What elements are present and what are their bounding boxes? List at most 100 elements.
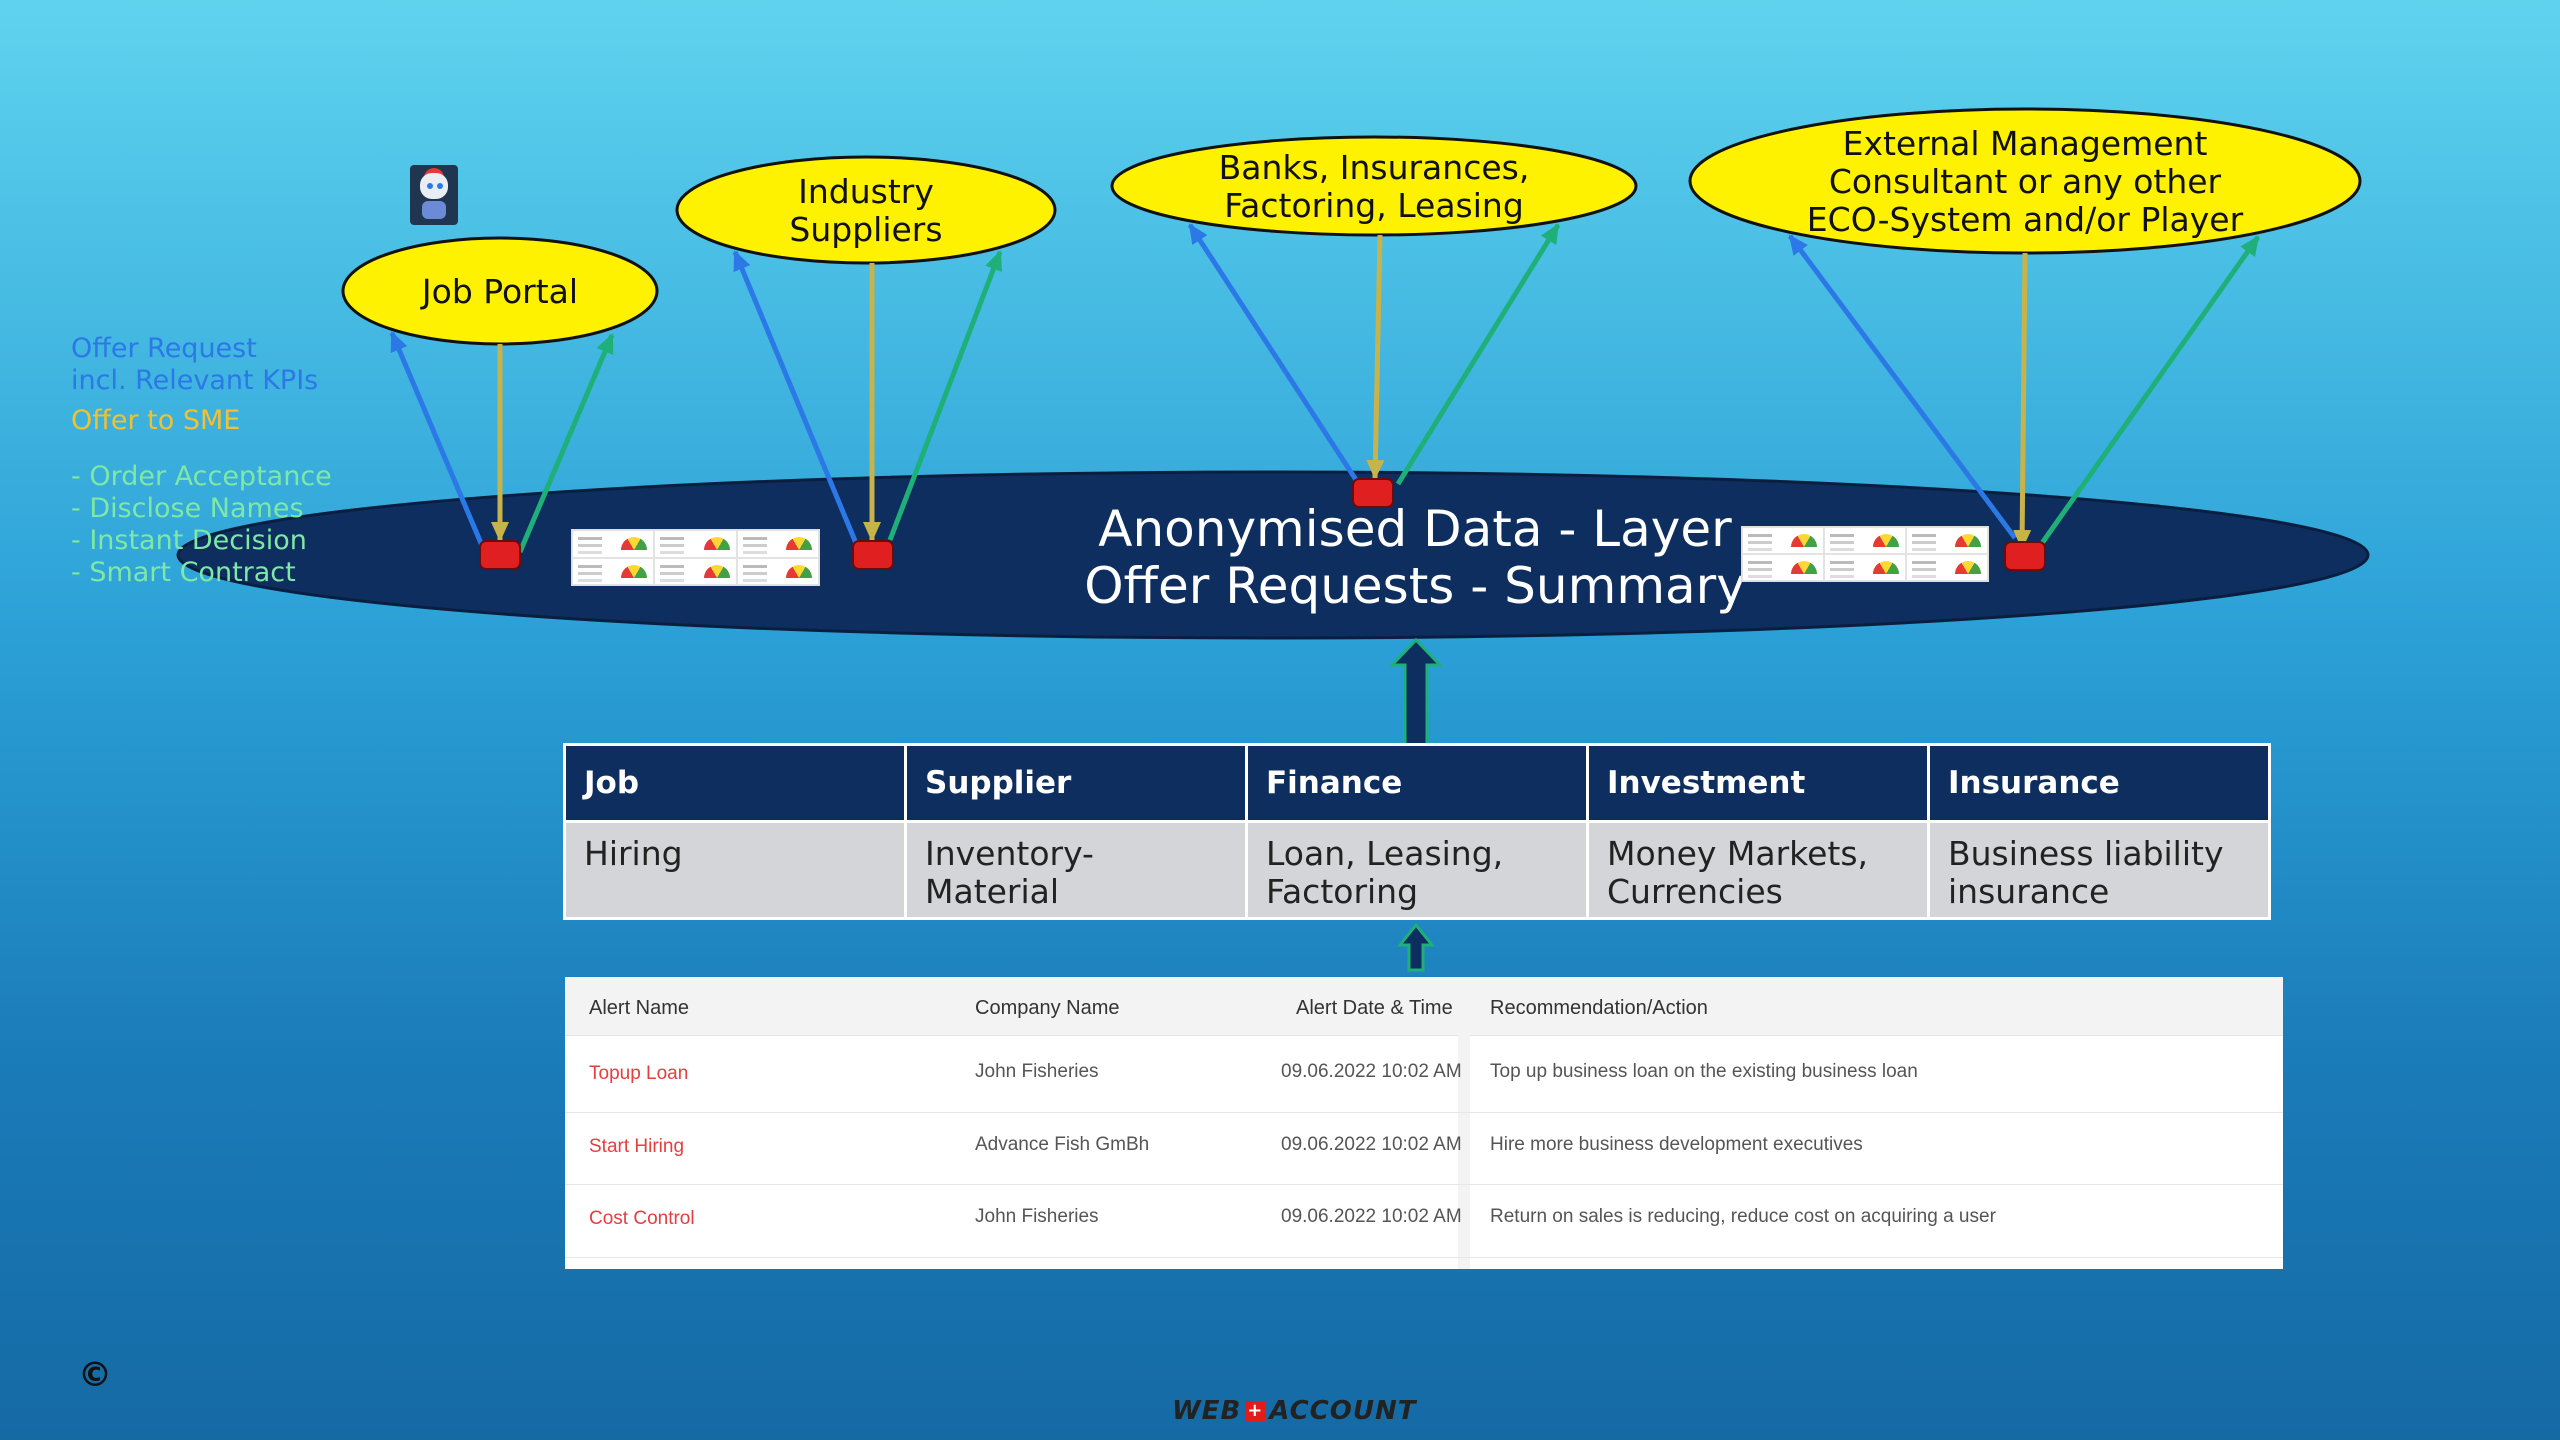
mini-gauge-card <box>1742 554 1824 581</box>
arrow-request-job <box>389 331 486 549</box>
arrow-request-suppliers <box>732 250 861 549</box>
category-value: Inventory-Material <box>904 820 1248 920</box>
mini-dashboard-right <box>1741 526 1989 582</box>
legend-item: - Disclose Names <box>71 493 304 524</box>
node-industry-suppliers-label-2: Suppliers <box>789 210 942 249</box>
category-value-line: Money Markets, <box>1607 834 1869 873</box>
legend-offer-to-sme: Offer to SME <box>71 405 241 436</box>
arrow-offer-banks <box>1366 234 1385 480</box>
alert-name-link[interactable]: Topup Loan <box>589 1063 689 1084</box>
copyright-symbol: © <box>78 1355 112 1395</box>
alert-action: Return on sales is reducing, reduce cost… <box>1490 1206 1996 1227</box>
category-value: Hiring <box>563 820 907 920</box>
arrow-request-external <box>1787 234 2018 540</box>
alerts-panel: Alert Name Company Name Alert Date & Tim… <box>565 977 2283 1269</box>
alerts-header-date-time: Alert Date & Time <box>1296 997 1453 1019</box>
mini-gauge-card <box>654 530 737 558</box>
arrow-accept-external <box>2037 235 2261 548</box>
alert-date: 09.06.2022 10:02 AM <box>1281 1134 1462 1155</box>
swiss-cross-icon: + <box>1245 1400 1266 1421</box>
category-header: Investment <box>1586 743 1930 823</box>
legend-offer-request-line1: Offer Request <box>71 333 257 364</box>
connector-job <box>479 540 521 570</box>
arrow-accept-banks <box>1395 223 1561 486</box>
web-account-logo: WEB + ACCOUNT <box>1172 1396 1416 1426</box>
connector-external <box>2004 541 2046 571</box>
logo-text-right: ACCOUNT <box>1269 1396 1417 1426</box>
connector-banks <box>1352 478 1394 508</box>
connector-suppliers <box>852 540 894 570</box>
alerts-header-company-name: Company Name <box>975 997 1120 1019</box>
data-layer-subtitle: Offer Requests - Summary <box>1084 557 1746 615</box>
category-value-line: Currencies <box>1607 872 1783 911</box>
mini-gauge-card <box>1906 554 1988 581</box>
alert-date: 09.06.2022 10:02 AM <box>1281 1061 1462 1082</box>
mini-gauge-card <box>736 557 819 585</box>
data-layer-ellipse <box>176 470 2370 640</box>
node-banks-label-2: Factoring, Leasing <box>1224 186 1524 225</box>
legend-item: - Instant Decision <box>71 525 307 556</box>
mini-dashboard-left <box>571 529 820 586</box>
arrow-request-banks <box>1187 223 1363 488</box>
alerts-row-divider <box>565 1257 2283 1258</box>
node-industry-suppliers-label-1: Industry <box>798 172 934 211</box>
alerts-header-recommendation: Recommendation/Action <box>1490 997 1708 1019</box>
category-value: Money Markets,Currencies <box>1586 820 1930 920</box>
alerts-header <box>565 977 2283 1036</box>
alerts-row-divider <box>565 1112 2283 1113</box>
category-value-line: insurance <box>1948 872 2110 911</box>
node-external-label-2: Consultant or any other <box>1829 162 2222 201</box>
alert-date: 09.06.2022 10:02 AM <box>1281 1206 1462 1227</box>
legend-acceptance-list: - Order Acceptance - Disclose Names - In… <box>71 461 332 589</box>
alerts-row-divider <box>565 1184 2283 1185</box>
up-arrow-alerts-to-table <box>1396 922 1436 972</box>
category-table: Job Supplier Finance Investment Insuranc… <box>563 743 2271 920</box>
alerts-header-alert-name: Alert Name <box>589 997 690 1019</box>
arrow-offer-external <box>2013 252 2032 550</box>
arrow-accept-job <box>517 333 615 553</box>
up-arrow-table-to-layer <box>1388 637 1444 747</box>
node-job-portal-label: Job Portal <box>420 272 578 311</box>
arrow-accept-suppliers <box>887 250 1003 541</box>
alert-company: Advance Fish GmBh <box>975 1134 1150 1155</box>
node-external-label-3: ECO-System and/or Player <box>1807 200 2244 239</box>
category-header: Supplier <box>904 743 1248 823</box>
node-industry-suppliers <box>675 155 1057 265</box>
alert-action: Hire more business development executive… <box>1490 1134 1863 1155</box>
mini-gauge-card <box>572 530 655 558</box>
mini-gauge-card <box>654 557 737 585</box>
robot-icon <box>410 165 458 225</box>
mini-gauge-card <box>1906 527 1988 554</box>
mini-gauge-card <box>736 530 819 558</box>
category-value-row: Hiring Inventory-Material Loan, Leasing,… <box>563 820 2271 920</box>
category-header-row: Job Supplier Finance Investment Insuranc… <box>563 743 2271 823</box>
category-header: Insurance <box>1927 743 2271 823</box>
mini-gauge-card <box>572 557 655 585</box>
node-banks-label-1: Banks, Insurances, <box>1219 148 1530 187</box>
category-header: Job <box>563 743 907 823</box>
data-layer-title: Anonymised Data - Layer <box>1098 500 1732 558</box>
legend-item: - Smart Contract <box>71 557 296 588</box>
mini-gauge-card <box>1742 527 1824 554</box>
mini-gauge-card <box>1824 527 1906 554</box>
category-value-line: Business liability <box>1948 834 2224 873</box>
category-value: Loan, Leasing,Factoring <box>1245 820 1589 920</box>
mini-gauge-card <box>1824 554 1906 581</box>
alert-company: John Fisheries <box>975 1061 1099 1082</box>
alert-name-link[interactable]: Cost Control <box>589 1208 695 1229</box>
legend-item: - Order Acceptance <box>71 461 332 492</box>
alert-company: John Fisheries <box>975 1206 1099 1227</box>
alerts-column-separator <box>1458 977 1470 1269</box>
node-banks-insurances <box>1110 135 1638 237</box>
alert-name-link[interactable]: Start Hiring <box>589 1136 685 1157</box>
legend-offer-request: Offer Request incl. Relevant KPIs <box>71 333 318 397</box>
logo-text-left: WEB <box>1172 1396 1242 1426</box>
category-header: Finance <box>1245 743 1589 823</box>
category-value-line: Factoring <box>1266 872 1419 911</box>
category-value-line: Hiring <box>584 834 683 873</box>
category-value-line: Inventory-Material <box>925 834 1094 911</box>
legend-offer-request-line2: incl. Relevant KPIs <box>71 365 319 396</box>
alert-action: Top up business loan on the existing bus… <box>1490 1061 1918 1082</box>
